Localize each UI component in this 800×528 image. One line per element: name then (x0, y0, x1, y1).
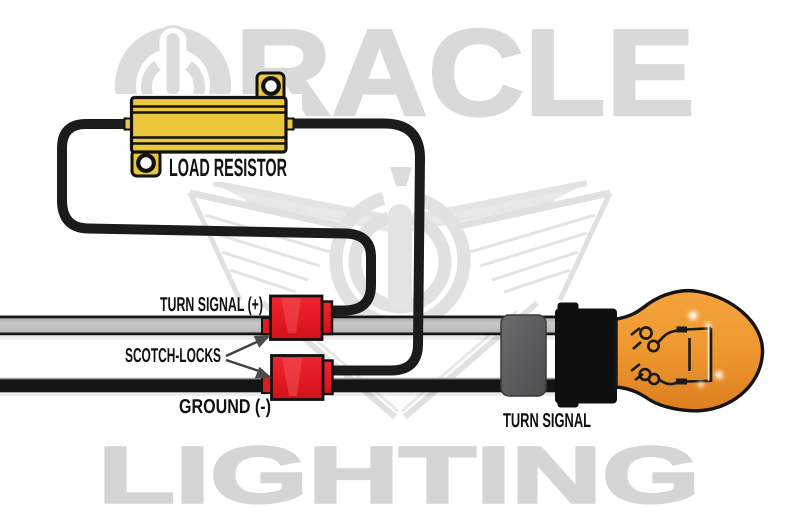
svg-text:LIGHTING: LIGHTING (98, 431, 700, 520)
svg-text:GROUND (-): GROUND (-) (179, 396, 271, 418)
svg-text:LOAD RESISTOR: LOAD RESISTOR (169, 154, 287, 182)
svg-text:TURN SIGNAL (+): TURN SIGNAL (+) (160, 294, 263, 316)
svg-text:SCOTCH-LOCKS: SCOTCH-LOCKS (125, 345, 221, 367)
svg-text:TURN SIGNAL: TURN SIGNAL (503, 410, 591, 432)
